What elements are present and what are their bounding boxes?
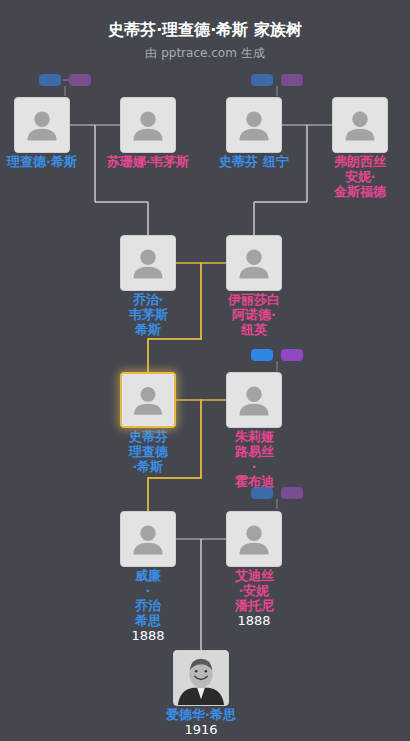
birth-year: 1888 <box>120 628 176 643</box>
person-name: 史蒂芬 理查德·希斯 <box>129 429 168 474</box>
avatar-placeholder <box>121 512 175 566</box>
diagram-caption: 由 pptrace.com 生成 <box>0 45 410 62</box>
person-card: 史蒂芬 纽宁 <box>219 97 289 169</box>
person-box <box>120 235 176 291</box>
person-box <box>120 511 176 567</box>
person-name: 苏珊娜·韦茅斯 <box>107 154 190 169</box>
person-card: 乔治·韦茅斯 希斯 <box>120 235 176 337</box>
avatar-placeholder <box>227 512 281 566</box>
family-connector <box>176 539 201 650</box>
avatar-placeholder <box>227 236 281 290</box>
toggle-pair <box>251 74 303 96</box>
person-card: 爱德华·希思1916 <box>166 650 236 737</box>
person-box <box>120 97 176 153</box>
person-card: 艾迪丝·安妮 潘托尼1888 <box>226 511 282 628</box>
avatar-placeholder <box>121 236 175 290</box>
person-card: 威廉·乔治 希思1888 <box>120 511 176 643</box>
person-card: 弗朗西丝 安妮·金斯福德 <box>332 97 388 199</box>
avatar-placeholder <box>333 98 387 152</box>
avatar-placeholder <box>15 98 69 152</box>
avatar-placeholder <box>121 98 175 152</box>
person-box <box>226 511 282 567</box>
person-name: 艾迪丝·安妮 潘托尼 <box>235 568 274 613</box>
diagram-title: 史蒂芬·理查德·希斯 家族树 <box>0 20 410 41</box>
avatar-placeholder <box>227 98 281 152</box>
birth-year: 1916 <box>166 722 236 737</box>
person-box <box>120 372 176 428</box>
person-name: 理查德·希斯 <box>7 154 77 169</box>
toggle-pair <box>39 74 91 96</box>
person-card: 苏珊娜·韦茅斯 <box>107 97 190 169</box>
person-name: 弗朗西丝 安妮·金斯福德 <box>334 154 386 199</box>
person-name: 史蒂芬 纽宁 <box>219 154 289 169</box>
person-name: 朱莉娅 路易丝·霍布迪 <box>235 429 274 489</box>
person-card: 理查德·希斯 <box>7 97 77 169</box>
birth-year: 1888 <box>226 613 282 628</box>
avatar-placeholder <box>227 373 281 427</box>
person-box <box>226 372 282 428</box>
toggle-pair <box>251 487 303 509</box>
person-name: 爱德华·希思 <box>166 707 236 722</box>
avatar-placeholder <box>122 374 174 426</box>
person-box <box>226 97 282 153</box>
person-box <box>226 235 282 291</box>
person-name: 乔治·韦茅斯 希斯 <box>129 292 168 337</box>
person-box <box>173 650 229 706</box>
person-box <box>332 97 388 153</box>
person-box <box>14 97 70 153</box>
person-name: 伊丽莎白 阿诺德·纽英 <box>228 292 280 337</box>
person-card: 伊丽莎白 阿诺德·纽英 <box>226 235 282 337</box>
family-connector <box>201 539 226 650</box>
person-card: 朱莉娅 路易丝·霍布迪 <box>226 372 282 489</box>
person-card: 史蒂芬 理查德·希斯 <box>120 372 176 474</box>
portrait-photo <box>174 651 228 705</box>
toggle-pair <box>251 349 303 371</box>
person-name: 威廉·乔治 希思 <box>135 568 161 628</box>
